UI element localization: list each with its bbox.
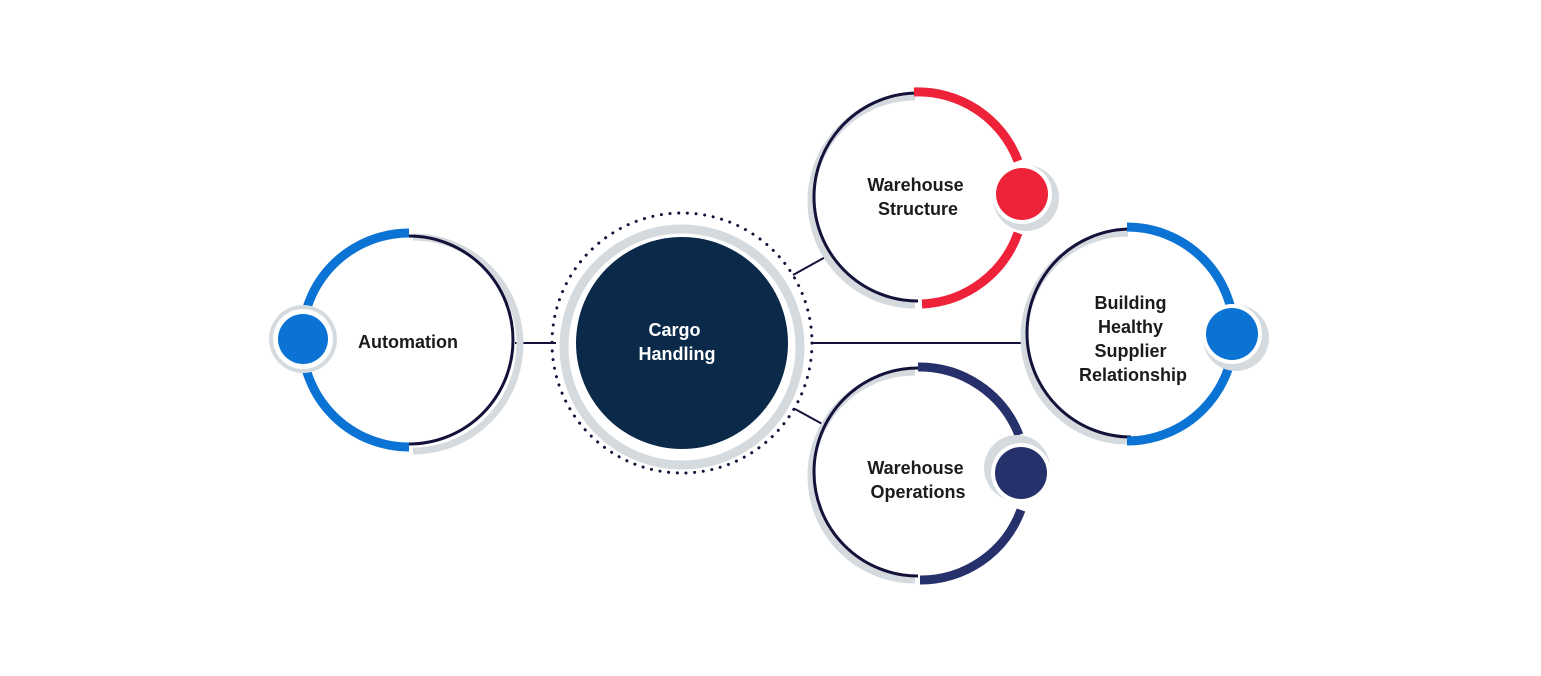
center-label-line-1: Cargo	[648, 320, 700, 340]
supplier-dot-icon	[1206, 308, 1258, 360]
warehouse-structure-dark-arc	[812, 91, 919, 303]
automation-dot-icon	[278, 314, 328, 364]
warehouse-operations-label-line-1: Warehouse	[867, 458, 963, 478]
warehouse-structure-accent-arc	[913, 87, 1023, 309]
warehouse-structure-label-line-2: Structure	[878, 199, 958, 219]
warehouse-operations-accent-arc	[917, 362, 1026, 585]
supplier-label: Building Healthy Supplier Relationship	[1079, 293, 1187, 385]
supplier-label-line-1: Building	[1095, 293, 1167, 313]
supplier-label-line-2: Healthy	[1098, 317, 1163, 337]
supplier-dark-arc	[1025, 227, 1132, 439]
node-warehouse-operations: Warehouse Operations	[807, 362, 1051, 585]
warehouse-operations-label-line-2: Operations	[870, 482, 965, 502]
warehouse-structure-label-line-1: Warehouse	[867, 175, 963, 195]
node-automation: Automation	[269, 228, 524, 455]
supplier-label-line-3: Supplier	[1094, 341, 1166, 361]
node-warehouse-structure: Warehouse Structure	[807, 87, 1059, 309]
connector-warehouse-operations	[794, 408, 827, 427]
warehouse-structure-label: Warehouse Structure	[867, 175, 968, 219]
warehouse-operations-dark-arc	[812, 366, 919, 578]
center-label-line-2: Handling	[639, 344, 716, 364]
automation-label: Automation	[358, 332, 458, 352]
warehouse-operations-dot-icon	[995, 447, 1047, 499]
center-label: Cargo Handling	[639, 320, 716, 364]
warehouse-operations-label: Warehouse Operations	[867, 458, 968, 502]
warehouse-structure-shadow-arc	[807, 93, 916, 309]
automation-dark-arc	[408, 234, 515, 446]
connector-warehouse-structure	[792, 254, 830, 276]
warehouse-structure-dot-icon	[996, 168, 1048, 220]
automation-label-line-1: Automation	[358, 332, 458, 352]
center-node-cargo-handling: Cargo Handling	[550, 211, 814, 475]
supplier-label-line-4: Relationship	[1079, 365, 1187, 385]
center-core	[576, 237, 788, 449]
node-building-healthy-supplier-relationship: Building Healthy Supplier Relationship	[1020, 222, 1269, 446]
supplier-shadow-arc	[1020, 229, 1129, 445]
center-dotted-ring	[550, 211, 814, 475]
center-shadow-ring	[559, 224, 805, 470]
connectors	[515, 254, 1024, 427]
warehouse-operations-shadow-arc	[807, 368, 916, 584]
